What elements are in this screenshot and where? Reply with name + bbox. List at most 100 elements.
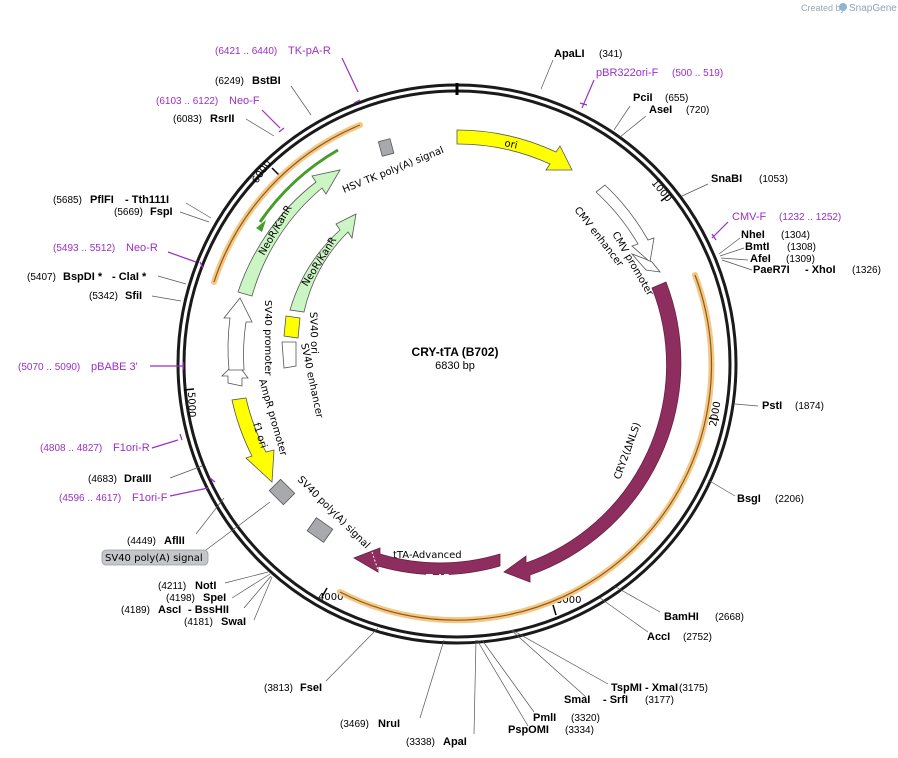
tick-marks (183, 167, 720, 616)
enzyme-psti[interactable]: PstI (762, 400, 782, 412)
enzyme-sfii[interactable]: SfiI (125, 290, 142, 302)
primer-tk-pa-r-pos: (6421 .. 6440) (215, 46, 277, 57)
tta-junction-mark (371, 551, 379, 571)
highlight-arc-right-line (339, 274, 713, 621)
enzyme-noti-pos: (4211) (158, 581, 186, 592)
cmv-enhancer-feature[interactable] (595, 184, 655, 263)
enzyme-smai[interactable]: SmaI (564, 694, 590, 706)
tick-label-4000: 4000 (318, 592, 343, 603)
enzyme-clai[interactable]: - ClaI * (112, 271, 147, 283)
enzyme-bsgi-pos: (2206) (775, 494, 804, 505)
hsv-tk-polya-feature[interactable] (377, 138, 395, 157)
enzyme-smai-pos: (3177) (645, 695, 674, 706)
primer-f1ori-r[interactable]: F1ori-R (113, 442, 150, 454)
enzyme-spei-pos: (4198) (166, 593, 195, 604)
primer-f1ori-f[interactable]: F1ori-F (132, 492, 168, 504)
primer-pbabe[interactable]: pBABE 3' (91, 361, 138, 373)
tta-advanced-feature[interactable] (353, 547, 501, 576)
enzyme-pspomi[interactable]: PspOMI (508, 724, 549, 736)
enzyme-aflii[interactable]: AflII (164, 535, 185, 547)
enzyme-tth111i[interactable]: - Tth111I (125, 194, 169, 206)
enzyme-nhei[interactable]: NheI (741, 229, 765, 241)
enzyme-apai[interactable]: ApaI (443, 736, 467, 748)
enzyme-bamhi[interactable]: BamHI (664, 611, 699, 623)
tta-label: tTA-Advanced (393, 550, 462, 561)
enzyme-pspomi-pos: (3334) (565, 725, 594, 736)
tick-2000 (708, 417, 720, 421)
enzyme-paer7i-pos: (1326) (852, 265, 881, 276)
tick-label-3000: 3000 (556, 595, 581, 606)
cry2-feature[interactable] (503, 281, 682, 583)
neokanr-inner-feature[interactable] (289, 213, 357, 313)
tick-label-2000: 2000 (708, 401, 723, 428)
enzyme-bspdi[interactable]: BspDI * (63, 271, 103, 283)
ori-feature[interactable] (456, 129, 573, 171)
enzyme-fsei-pos: (3813) (264, 683, 293, 694)
sv40-polya-feature-2[interactable] (306, 517, 334, 543)
enzyme-bstbi[interactable]: BstBI (252, 75, 281, 87)
sv40-polya-box[interactable] (101, 549, 209, 566)
enzyme-draiii[interactable]: DraIII (124, 473, 152, 485)
sv40-enhancer-label: SV40 enhancer (298, 342, 325, 420)
enzyme-bspdi-pos: (5407) (27, 272, 56, 283)
enzyme-nrui[interactable]: NruI (378, 718, 400, 730)
neokanr-outer-feature[interactable] (237, 169, 341, 297)
enzyme-bsgi[interactable]: BsgI (737, 493, 761, 505)
enzyme-pflfi-pos: (5685) (53, 195, 82, 206)
enzyme-fspi[interactable]: FspI (150, 206, 173, 218)
ori-label: ori (503, 138, 518, 151)
primer-neo-f-pos: (6103 .. 6122) (156, 96, 218, 107)
neokanr-inner-label: NeoR/KanR (300, 235, 339, 288)
enzyme-snabi[interactable]: SnaBI (711, 173, 742, 185)
enzyme-apali[interactable]: ApaLI (554, 48, 585, 60)
enzyme-xhoi[interactable]: - XhoI (805, 264, 836, 276)
primer-neo-r[interactable]: Neo-R (126, 242, 158, 254)
enzyme-pmli[interactable]: PmlI (533, 712, 556, 724)
enzyme-swai[interactable]: SwaI (221, 616, 246, 628)
enzyme-acci[interactable]: AccI (647, 631, 670, 643)
sv40-enhancer-feature[interactable] (281, 341, 297, 369)
primer-f1ori-r-pos: (4808 .. 4827) (40, 443, 102, 454)
f1-ori-feature[interactable] (231, 397, 275, 483)
sv40-promoter-label: SV40 promoter (262, 300, 273, 376)
enzyme-bamhi-pos: (2668) (715, 612, 744, 623)
enzyme-paer7i[interactable]: PaeR7I (753, 264, 790, 276)
enzyme-acci-pos: (2752) (683, 632, 712, 643)
enzyme-pflfi[interactable]: PflFI (90, 194, 114, 206)
enzyme-pcii[interactable]: PciI (633, 92, 653, 104)
enzyme-xmai[interactable]: - XmaI (645, 682, 678, 694)
enzyme-bstbi-pos: (6249) (215, 76, 244, 87)
enzyme-spei[interactable]: SpeI (203, 592, 226, 604)
primer-f1ori-f-pos: (4596 .. 4617) (59, 493, 121, 504)
enzyme-afei-pos: (1309) (786, 254, 815, 265)
primer-cmv-f[interactable]: CMV-F (732, 211, 767, 223)
sv40-ori-feature[interactable] (283, 315, 301, 339)
enzyme-srfi[interactable]: - SrfI (603, 694, 628, 706)
primer-neo-r-pos: (5493 .. 5512) (53, 243, 115, 254)
tick-6000 (271, 167, 280, 176)
enzyme-draiii-pos: (4683) (88, 474, 117, 485)
sv40-polya-feature-1[interactable] (268, 478, 296, 506)
enzyme-fspi-pos: (5669) (114, 207, 143, 218)
primer-pbr322ori-f[interactable]: pBR322ori-F (596, 67, 659, 79)
primer-tk-pa-r[interactable]: TK-pA-R (288, 45, 331, 57)
plasmid-length: 6830 bp (435, 360, 475, 372)
primer-neo-f[interactable]: Neo-F (229, 95, 260, 107)
enzyme-sfii-pos: (5342) (89, 291, 118, 302)
enzyme-bsshii[interactable]: - BssHII (188, 604, 229, 616)
enzyme-asei[interactable]: AseI (649, 104, 672, 116)
enzyme-bmti[interactable]: BmtI (745, 241, 769, 253)
enzyme-asci[interactable]: AscI (158, 604, 181, 616)
enzyme-afei[interactable]: AfeI (750, 253, 771, 265)
enzyme-tspmi[interactable]: TspMI (611, 682, 642, 694)
enzyme-swai-pos: (4181) (184, 617, 213, 628)
enzyme-fsei[interactable]: FseI (300, 682, 322, 694)
plasmid-title: CRY-tTA (B702) (412, 345, 499, 359)
sv40-promoter-feature[interactable] (223, 297, 253, 371)
cmv-promoter-feature[interactable] (630, 253, 661, 273)
enzyme-noti[interactable]: NotI (195, 580, 216, 592)
enzyme-rsrii[interactable]: RsrII (210, 113, 234, 125)
tick-label-5000: 5000 (185, 392, 197, 418)
enzyme-tspmi-pos: (3175) (679, 683, 708, 694)
